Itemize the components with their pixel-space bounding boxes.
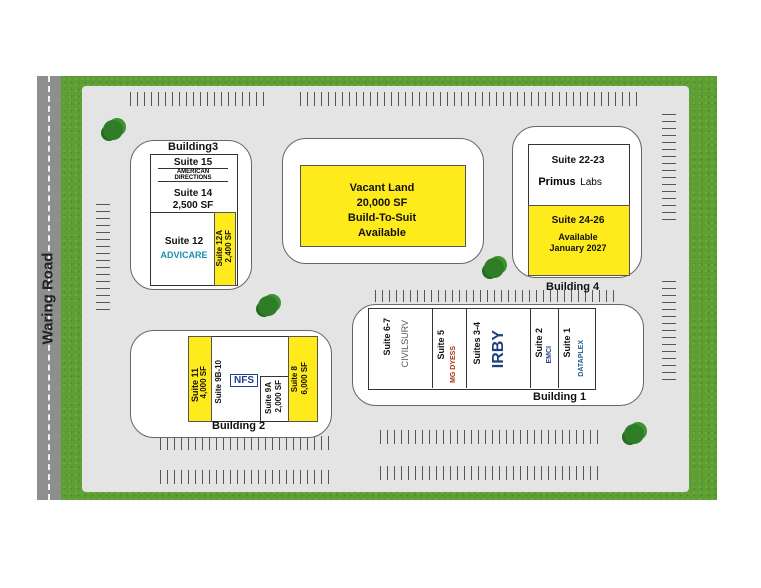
parking-row-top-2	[300, 92, 640, 106]
suite11-available	[188, 336, 212, 422]
emci-logo: EMCI	[546, 346, 553, 364]
suite2-label: Suite 2	[534, 328, 544, 358]
parking-row-bottom-3	[380, 430, 600, 444]
suite8-label: Suite 8	[290, 366, 299, 393]
parking-col-right-2	[662, 280, 676, 380]
suite2426-status: Available	[558, 232, 598, 242]
suite2426-label: Suite 24-26	[551, 215, 605, 226]
vacant-line1: Vacant Land	[349, 182, 415, 194]
tree-icon	[258, 296, 278, 316]
suite1-label: Suite 1	[562, 328, 572, 358]
irby-logo: IRBY	[490, 330, 507, 369]
road-centerline	[48, 76, 50, 500]
suite9a-size: 2,000 SF	[274, 380, 283, 413]
building1-name: Building 1	[533, 391, 587, 403]
advicare-logo: ADVICARE	[160, 250, 208, 260]
tree-icon	[484, 258, 504, 278]
road-label: Waring Road	[39, 252, 57, 345]
building2-name: Building 2	[212, 420, 266, 432]
suite12-label: Suite 12	[164, 236, 204, 247]
parking-col-left	[96, 200, 110, 310]
american-directions-logo: AMERICAN DIRECTIONS	[158, 168, 228, 182]
building4-name: Building 4	[546, 281, 600, 293]
tree-icon	[624, 424, 644, 444]
dataplex-logo: DATAPLEX	[578, 340, 585, 377]
tree-icon	[103, 120, 123, 140]
vacant-land-parcel	[300, 165, 466, 247]
suite11-size: 4,000 SF	[199, 366, 208, 399]
parking-col-right	[662, 110, 676, 220]
b1-divider-1	[432, 308, 433, 388]
suite15-label: Suite 15	[173, 157, 213, 168]
parking-row-bottom-4	[380, 466, 600, 480]
primus-logo-b: Labs	[580, 177, 602, 188]
parking-row-bottom-1	[160, 436, 330, 450]
suite67-label: Suite 6-7	[382, 318, 392, 356]
vacant-line3: Build-To-Suit	[347, 212, 417, 224]
suite9a-box	[260, 376, 289, 421]
suite14-label: Suite 14	[173, 188, 213, 199]
suite2223-label: Suite 22-23	[551, 155, 605, 166]
b1-divider-3	[530, 308, 531, 388]
nfs-logo: NFS	[230, 374, 258, 387]
suite12a-available	[214, 212, 236, 286]
vacant-line2: 20,000 SF	[356, 197, 408, 209]
suite2426-date: January 2027	[549, 243, 607, 253]
suite12a-size: 2,400 SF	[224, 230, 233, 263]
civilsurv-logo: CIVILSURV	[400, 320, 410, 368]
suite12-divider	[150, 212, 236, 213]
suite34-label: Suites 3-4	[472, 322, 482, 365]
suite8-size: 6,000 SF	[300, 362, 309, 395]
suite8-available	[288, 336, 318, 422]
primus-logo-a: Primus	[538, 176, 576, 188]
b1-divider-4	[558, 308, 559, 388]
parking-row-mid	[375, 290, 615, 302]
suite2426-available	[528, 205, 630, 276]
mgdyess-logo: MG DYESS	[450, 346, 457, 383]
b1-divider-2	[466, 308, 467, 388]
suite5-label: Suite 5	[436, 330, 446, 360]
suite12a-label: Suite 12A	[215, 230, 224, 267]
parking-row-bottom-2	[160, 470, 330, 484]
suite9b-label: Suite 9B-10	[214, 360, 223, 404]
suite9a-label: Suite 9A	[264, 382, 273, 415]
vacant-line4: Available	[358, 227, 406, 239]
suite14-size: 2,500 SF	[172, 200, 214, 211]
parking-row-top	[130, 92, 270, 106]
building3-name: Building3	[168, 141, 219, 153]
